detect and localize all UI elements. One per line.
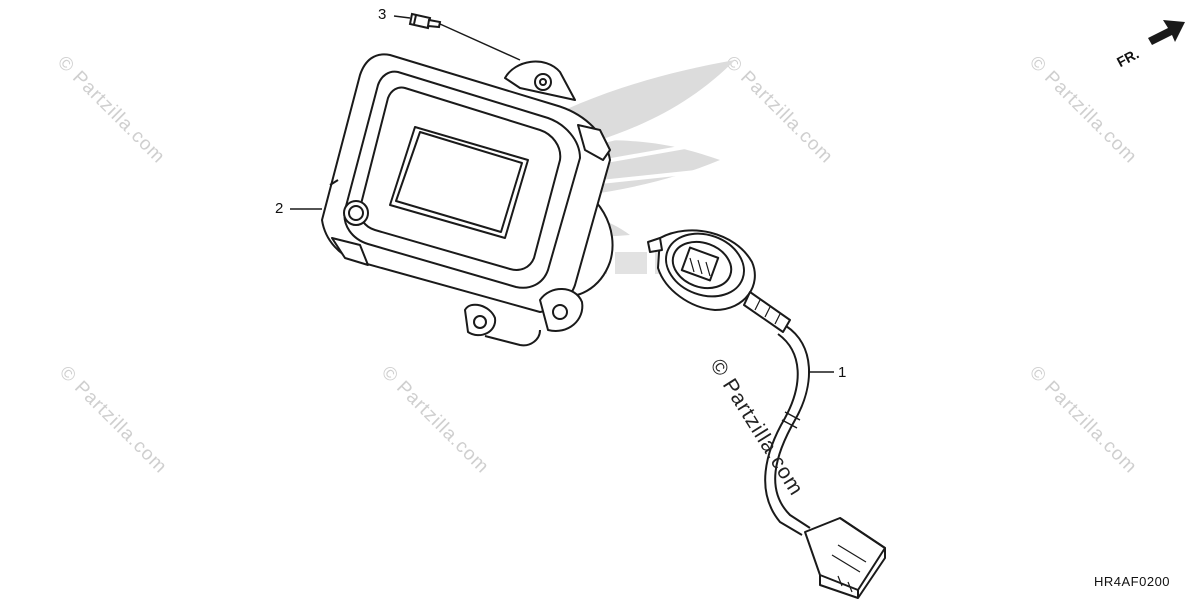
- screw-part: [408, 12, 442, 30]
- callout-2: 2: [275, 200, 284, 217]
- leader-lines: [290, 15, 834, 373]
- direction-arrow-icon: [1148, 20, 1185, 45]
- cable-part: [647, 229, 886, 599]
- callout-1: 1: [838, 364, 847, 381]
- meter-unit: [321, 53, 614, 347]
- diagram-code: HR4AF0200: [1094, 574, 1171, 589]
- callout-3: 3: [378, 6, 387, 23]
